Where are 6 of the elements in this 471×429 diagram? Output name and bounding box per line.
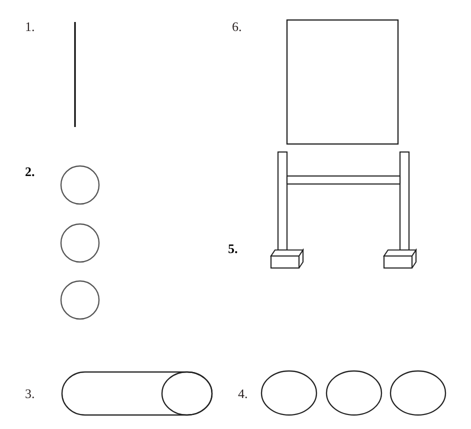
item-number: 4. — [238, 387, 248, 400]
item-number: 3. — [25, 387, 35, 400]
item-number: 1. — [25, 20, 35, 33]
item-number: 6. — [232, 20, 242, 33]
item-number: 2. — [25, 165, 35, 178]
item-number: 5. — [228, 242, 238, 255]
